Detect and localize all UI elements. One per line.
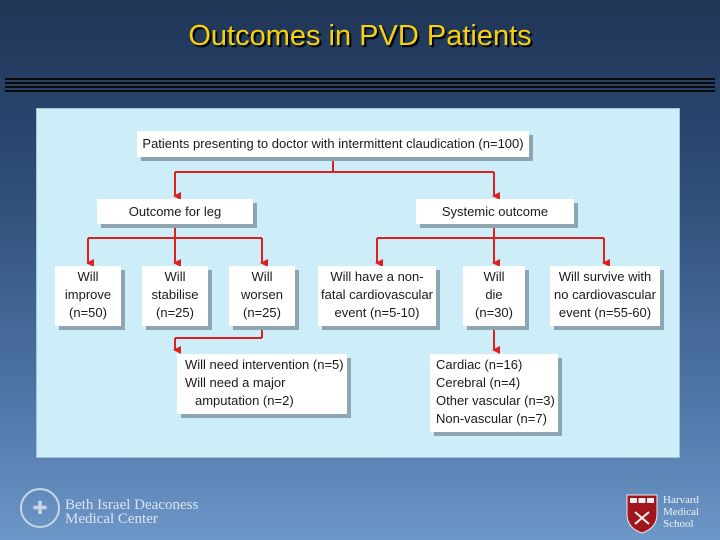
survive-node: Will survive with no cardiovascular even…: [550, 266, 660, 326]
harvard-shield-icon: [626, 494, 658, 534]
improve-node: Will improve (n=50): [55, 266, 121, 326]
stabilise-line-3: (n=25): [156, 305, 194, 320]
harvard-line-1: Harvard: [663, 494, 700, 506]
harvard-logo: Harvard Medical School: [626, 494, 716, 536]
worsen-node: Will worsen (n=25): [229, 266, 295, 326]
amputation-count-line: amputation (n=2): [195, 393, 294, 408]
stabilise-node: Will stabilise (n=25): [142, 266, 208, 326]
survive-line-3: event (n=55-60): [558, 305, 652, 320]
stabilise-line-2: stabilise: [151, 287, 199, 302]
die-line-1: Will: [483, 269, 505, 284]
bidmc-logo: ✚ Beth Israel Deaconess Medical Center: [20, 488, 240, 534]
other-vascular-line: Other vascular (n=3): [436, 393, 555, 408]
harvard-line-3: School: [663, 518, 694, 530]
worsen-line-3: (n=25): [243, 305, 281, 320]
nonfatal-line-2: fatal cardiovascular: [321, 287, 433, 302]
title-divider: [5, 78, 715, 92]
nonfatal-event-node: Will have a non- fatal cardiovascular ev…: [318, 266, 436, 326]
root-node: Patients presenting to doctor with inter…: [137, 131, 529, 157]
intervention-detail-node: Will need intervention (n=5) Will need a…: [177, 354, 347, 414]
intervention-line: Will need intervention (n=5): [185, 357, 344, 372]
die-line-3: (n=30): [475, 305, 513, 320]
slide-title: Outcomes in PVD Patients: [188, 20, 532, 52]
cardiac-line: Cardiac (n=16): [436, 357, 523, 372]
cerebral-line: Cerebral (n=4): [436, 375, 521, 390]
bidmc-line-1: Beth Israel Deaconess: [65, 497, 199, 513]
die-line-2: die: [485, 287, 503, 302]
systemic-outcome-node: Systemic outcome: [416, 199, 574, 224]
worsen-line-1: Will: [251, 269, 273, 284]
bidmc-line-2: Medical Center: [65, 511, 158, 527]
worsen-line-2: worsen: [241, 287, 283, 302]
bidmc-seal-icon: ✚: [20, 488, 60, 528]
stabilise-line-1: Will: [164, 269, 186, 284]
major-amputation-line: Will need a major: [185, 375, 286, 390]
improve-line-2: improve: [64, 287, 112, 302]
improve-line-3: (n=50): [69, 305, 107, 320]
die-node: Will die (n=30): [463, 266, 525, 326]
nonfatal-line-1: Will have a non-: [330, 269, 424, 284]
survive-line-1: Will survive with: [558, 269, 652, 284]
survive-line-2: no cardiovascular: [554, 287, 656, 302]
root-label: Patients presenting to doctor with inter…: [142, 136, 524, 151]
leg-outcome-node: Outcome for leg: [97, 199, 253, 224]
non-vascular-line: Non-vascular (n=7): [436, 411, 547, 426]
harvard-line-2: Medical: [663, 506, 700, 518]
harvard-wordmark: Harvard Medical School: [663, 494, 699, 530]
bidmc-wordmark: Beth Israel Deaconess Medical Center: [65, 497, 199, 527]
leg-outcome-label: Outcome for leg: [128, 204, 222, 219]
improve-line-1: Will: [77, 269, 99, 284]
nonfatal-line-3: event (n=5-10): [334, 305, 420, 320]
death-causes-node: Cardiac (n=16) Cerebral (n=4) Other vasc…: [430, 354, 558, 432]
systemic-outcome-label: Systemic outcome: [441, 204, 549, 219]
